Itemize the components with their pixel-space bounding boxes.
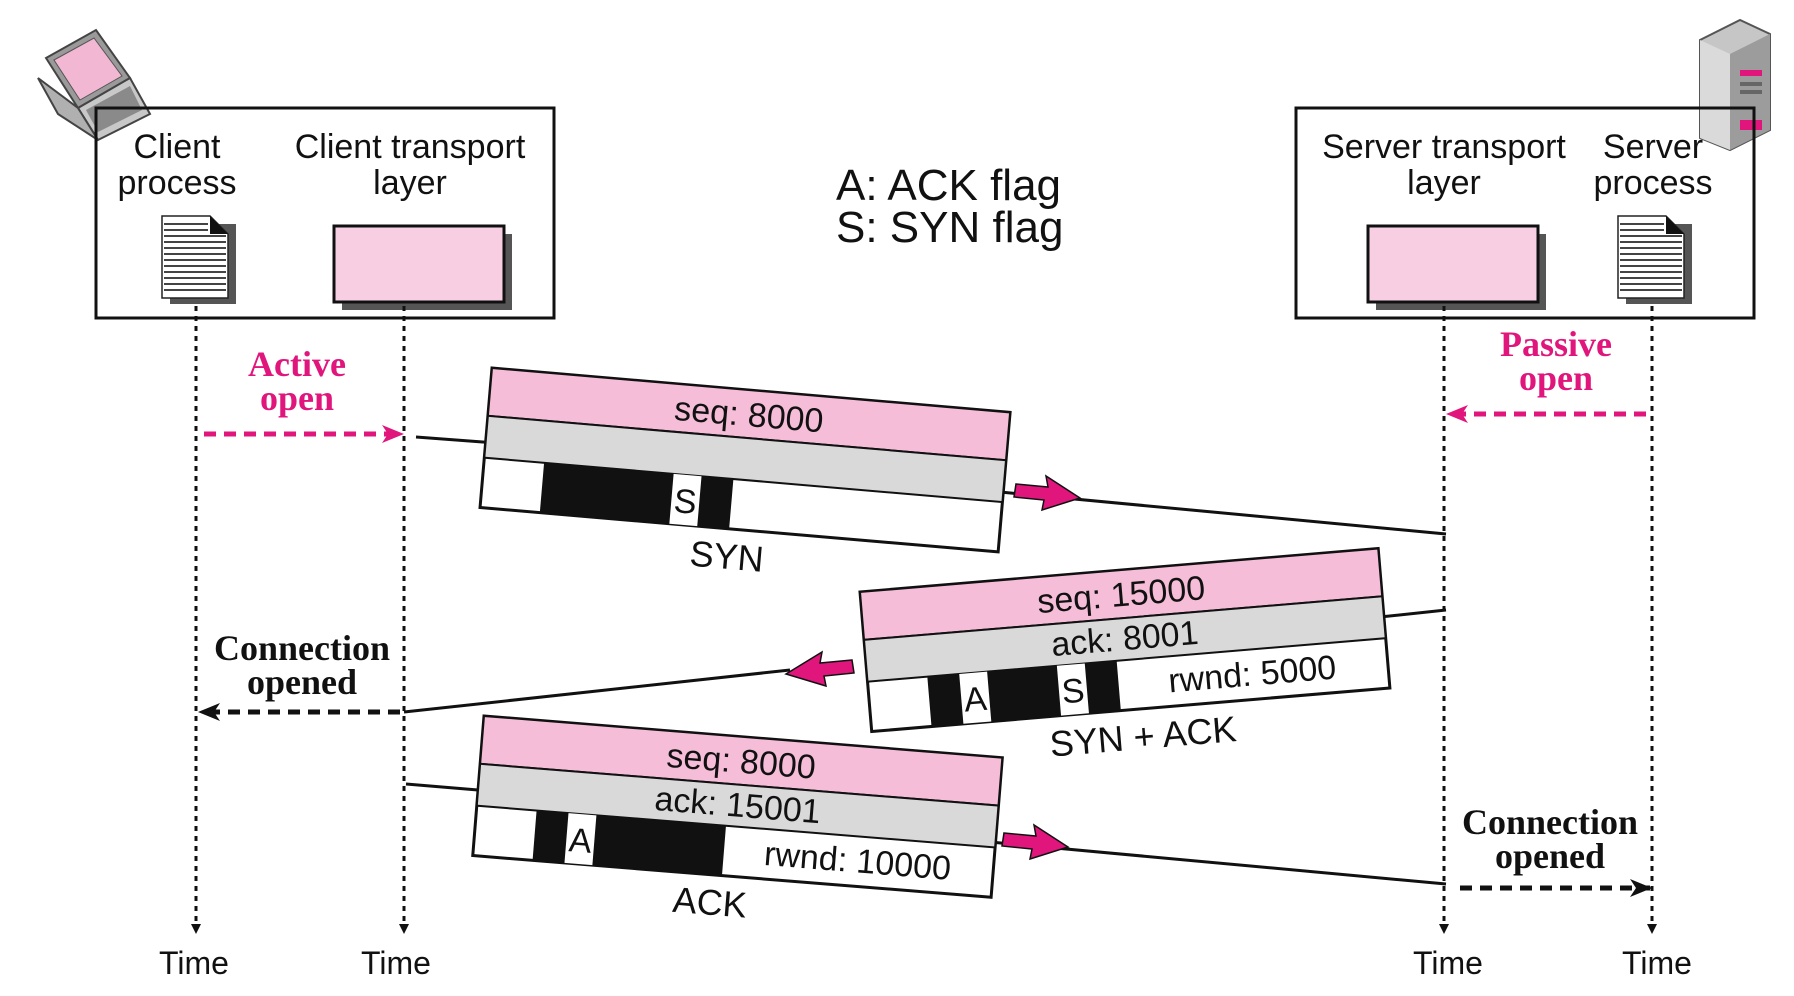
client-transport-box — [332, 224, 512, 310]
syn-path-line-left — [415, 435, 497, 445]
ack-segment: seq: 8000 ack: 15001 A rwnd: 10000 ACK — [471, 714, 1004, 926]
server-transport-label-line2: layer — [1407, 164, 1481, 202]
ack-direction-arrow — [1001, 823, 1070, 861]
document-icon — [161, 215, 236, 304]
active-open-label-line2: open — [260, 378, 334, 418]
passive-open-label-line1: Passive — [1500, 324, 1612, 364]
ack-segment-name: ACK — [671, 879, 748, 926]
server-process-label-line2: process — [1593, 164, 1712, 202]
server-host-box — [1294, 106, 1756, 320]
client-connection-opened-line2: opened — [247, 662, 357, 702]
ack-path-line-right — [989, 840, 1447, 886]
synack-flag-s: S — [1060, 672, 1086, 712]
syn-flag-s: S — [672, 482, 698, 522]
time-label-server-transport: Time — [1413, 945, 1483, 981]
time-label-client-transport: Time — [361, 945, 431, 981]
syn-direction-arrow — [1013, 474, 1082, 512]
client-transport-label-line1: Client transport — [295, 128, 526, 166]
server-tower-icon — [1699, 18, 1771, 152]
syn-segment: seq: 8000 S SYN — [478, 366, 1012, 580]
legend-ack-flag: A: ACK flag — [836, 161, 1061, 210]
legend-syn-flag: S: SYN flag — [836, 203, 1063, 252]
ack-path-line-left — [405, 782, 479, 792]
client-host-box — [94, 106, 556, 320]
synack-flag-a: A — [963, 680, 989, 720]
client-process-label-line1: Client — [134, 128, 221, 166]
passive-open-label-line2: open — [1519, 358, 1593, 398]
ack-flag-a: A — [567, 821, 593, 861]
server-process-label-line1: Server — [1603, 128, 1703, 166]
server-transport-box — [1366, 224, 1546, 310]
document-icon — [1617, 215, 1692, 304]
time-label-client-process: Time — [159, 945, 229, 981]
client-transport-label-line2: layer — [373, 164, 447, 202]
laptop-icon — [37, 28, 152, 142]
server-transport-label-line1: Server transport — [1322, 128, 1566, 166]
client-process-label-line2: process — [117, 164, 236, 202]
time-label-server-process: Time — [1622, 945, 1692, 981]
client-connection-opened-line1: Connection — [214, 628, 390, 668]
synack-direction-arrow — [784, 650, 855, 688]
synack-segment: seq: 15000 ack: 8001 A S rwnd: 5000 SYN … — [858, 546, 1392, 765]
syn-segment-name: SYN — [688, 533, 765, 580]
server-connection-opened-line1: Connection — [1462, 802, 1638, 842]
server-connection-opened-line2: opened — [1495, 836, 1605, 876]
synack-path-line-right — [1379, 608, 1447, 619]
active-open-label-line1: Active — [248, 344, 346, 384]
synack-segment-name: SYN + ACK — [1048, 708, 1238, 765]
synack-path-line-left — [403, 668, 791, 714]
